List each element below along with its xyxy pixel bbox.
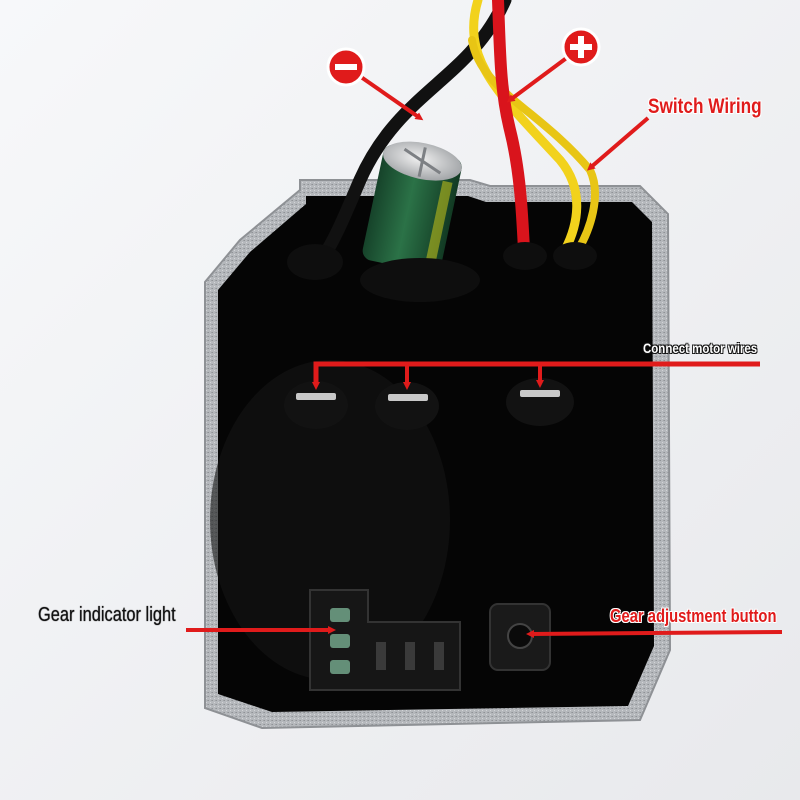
motor-pad-1 (284, 381, 348, 429)
yellow-wire-2 (468, 36, 599, 254)
motor-wires-label: Connect motor wires (643, 340, 758, 356)
red-wire (492, 0, 530, 256)
plus-circle-icon (561, 27, 601, 67)
wire-exit-yellow (553, 242, 597, 270)
potting-reflection (210, 360, 450, 680)
gear-button-label: Gear adjustment button (610, 606, 777, 626)
motor-pad-3 (506, 378, 574, 426)
capacitor (362, 141, 462, 274)
callout-switch-line (586, 116, 650, 171)
capacitor-blob (360, 258, 480, 302)
callout-gear-button-line (526, 629, 783, 638)
gear-indicator-module (309, 589, 461, 691)
minus-circle-icon (326, 47, 366, 87)
gear-indicator-label: Gear indicator light (38, 604, 176, 626)
wire-exit-black (287, 244, 343, 280)
wire-exit-red (503, 242, 547, 270)
gear-adjustment-button (489, 603, 551, 671)
motor-pad-2 (375, 382, 439, 430)
switch-wiring-label: Switch Wiring (648, 95, 762, 118)
